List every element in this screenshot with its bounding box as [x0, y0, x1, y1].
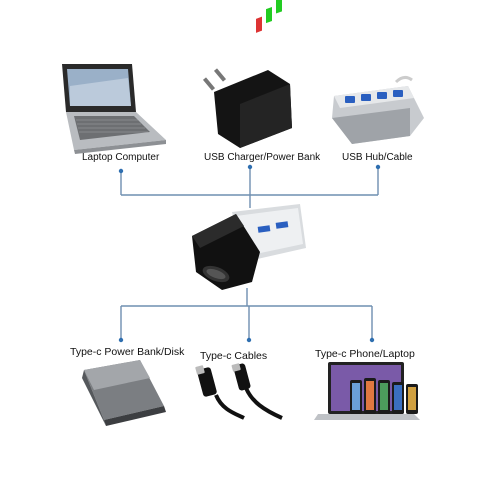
label-type-c-phone-laptop: Type-c Phone/Laptop	[315, 348, 415, 360]
label-laptop-computer: Laptop Computer	[82, 152, 160, 163]
label-usb-hub-cable: USB Hub/Cable	[342, 152, 413, 163]
label-type-c-power-bank-disk: Type-c Power Bank/Disk	[70, 346, 185, 358]
label-type-c-cables: Type-c Cables	[200, 350, 268, 362]
label-usb-charger-power-bank: USB Charger/Power Bank	[204, 152, 321, 163]
